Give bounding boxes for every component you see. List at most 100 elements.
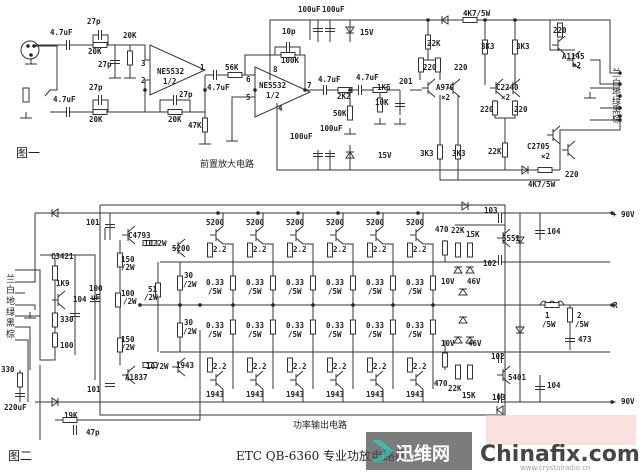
- label: 4K7/5W: [463, 9, 491, 18]
- figure2-labels: 101 C4793 10/2W 5200 C3421 1K9 104 100 u…: [1, 206, 635, 463]
- wire: [549, 20, 575, 51]
- label: 27p: [89, 83, 103, 92]
- label: 47p: [86, 428, 100, 437]
- resistor-icon: [280, 52, 296, 58]
- transistor-icon: [122, 225, 136, 245]
- diode-icon: [521, 165, 529, 175]
- inductor-icon: [539, 300, 565, 307]
- resistor-icon: [407, 242, 413, 258]
- label: 3K3: [516, 42, 530, 51]
- wire: [276, 103, 560, 171]
- transistor-icon: [122, 365, 136, 385]
- gap: [358, 85, 362, 95]
- label: 22K: [427, 39, 441, 48]
- label: 10/2W: [144, 239, 167, 248]
- emitter-resistor-rating: /5W: [248, 330, 262, 339]
- junction-dot: [336, 211, 340, 215]
- label: 10K: [375, 98, 389, 107]
- label: 150: [121, 255, 135, 264]
- wire: [383, 243, 394, 389]
- label: /5W: [575, 320, 589, 329]
- transistor-icon: [210, 370, 224, 390]
- transistor-icon: [370, 370, 384, 390]
- capacitor-icon: [358, 85, 362, 95]
- label: 100uF: [320, 124, 343, 133]
- watermark-brand-cn: 迅维网: [396, 443, 450, 465]
- label: /2W: [183, 280, 197, 289]
- emitter-resistor-value: 0.33: [366, 278, 385, 287]
- capacitor-icon: [70, 313, 80, 317]
- junction-dot: [32, 44, 36, 48]
- junction-dot: [610, 303, 614, 307]
- wire: [439, 95, 560, 181]
- connector-green: 绿: [6, 306, 15, 318]
- label: 47K: [188, 121, 202, 130]
- junction-dot: [610, 400, 614, 404]
- label: 22K: [448, 384, 462, 393]
- junction-dot: [203, 88, 207, 92]
- diode-icon: [496, 405, 504, 415]
- emitter-resistor-value: 0.33: [326, 278, 345, 287]
- watermark-brand-en: Chinafix.com: [480, 442, 640, 467]
- label: 100uF: [322, 5, 345, 14]
- label: 22K: [488, 147, 502, 156]
- ground-icon: [20, 112, 32, 119]
- label: /2W: [183, 327, 197, 336]
- label: 15K: [466, 230, 480, 239]
- resistor-icon: [350, 319, 356, 335]
- transistor-model: 1943: [286, 390, 305, 399]
- emitter-resistor-value: 0.33: [246, 278, 265, 287]
- resistor-icon: [367, 242, 373, 258]
- resistor-icon: [455, 242, 461, 258]
- label: 100uF: [290, 132, 313, 141]
- resistor-icon: [442, 352, 448, 368]
- resistor-icon: [455, 144, 461, 160]
- gap: [213, 70, 217, 80]
- resistor-icon: [177, 322, 183, 338]
- junction-dot: [610, 211, 614, 215]
- resistor-icon: [270, 319, 276, 335]
- label: /5W: [542, 320, 556, 329]
- resistor-value: 2.2: [333, 362, 347, 371]
- gap: [73, 425, 77, 435]
- label: uF: [91, 293, 101, 302]
- resistor-icon: [270, 275, 276, 291]
- label: 46V: [468, 339, 482, 348]
- label: 3K3: [452, 149, 466, 158]
- resistor-icon: [207, 357, 213, 373]
- resistor-value: 2.2: [333, 245, 347, 254]
- figure2-caption: 图二: [8, 449, 32, 463]
- resistor-icon: [512, 100, 518, 116]
- label: A1145: [562, 52, 585, 61]
- label: 470: [435, 225, 449, 234]
- label: A1837: [125, 373, 148, 382]
- connector-black: 黑: [612, 105, 621, 116]
- emitter-resistor-rating: /5W: [328, 287, 342, 296]
- label: 15V: [378, 151, 392, 160]
- label: 2: [577, 311, 582, 320]
- junction-dot: [303, 88, 307, 92]
- junction-dot: [431, 303, 435, 307]
- resistor-icon: [177, 275, 183, 291]
- gap: [498, 353, 502, 363]
- label: 7: [307, 81, 312, 90]
- resistor-icon: [390, 275, 396, 291]
- transistor-icon: [567, 50, 581, 70]
- label: ×2: [501, 93, 510, 102]
- wire: [223, 243, 234, 389]
- transistor-model: 5200: [326, 218, 345, 227]
- wire: [303, 243, 314, 389]
- label: 220: [454, 63, 468, 72]
- resistor-value: 2.2: [293, 245, 307, 254]
- junction-dot: [416, 211, 420, 215]
- transistor-icon: [250, 225, 264, 245]
- resistor-icon: [202, 117, 208, 133]
- connector-black: 黑: [6, 318, 15, 329]
- label: ×2: [441, 93, 450, 102]
- figure1-labels: 4.7uF 27p 20K 20K 27p 4.7uF 27p 20K 3 2 …: [16, 5, 621, 189]
- resistor-value: 2.2: [213, 245, 227, 254]
- capacitor-icon: [498, 213, 502, 223]
- capacitor-icon: [66, 40, 70, 50]
- transistor-icon: [497, 365, 511, 385]
- resistor-icon: [430, 275, 436, 291]
